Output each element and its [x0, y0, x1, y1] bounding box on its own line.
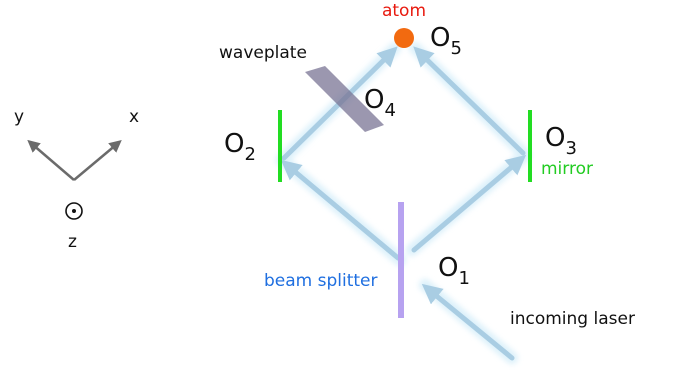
z-axis-dot: [72, 209, 76, 213]
point-o2-label: O2: [224, 129, 256, 165]
mirror-label: mirror: [541, 159, 593, 179]
incoming-beam: [421, 283, 515, 361]
point-o1-label: O1: [438, 253, 470, 289]
point-o3-label: O3: [545, 123, 577, 159]
coordinate-axes: y x z: [14, 107, 139, 252]
point-o5-label: O5: [430, 23, 462, 59]
beam-o3-to-o5: [413, 46, 526, 156]
y-axis-arrow: [27, 139, 75, 181]
x-axis-label: x: [129, 107, 139, 127]
beam-o1-to-o2: [280, 159, 401, 261]
beam-o1-to-o3: [411, 154, 527, 253]
z-axis-label: z: [68, 232, 77, 252]
z-axis-out-of-page-icon: [65, 202, 83, 220]
mirror-o2: [278, 110, 282, 182]
mirror-o3: [528, 110, 532, 182]
waveplate-label: waveplate: [219, 43, 307, 63]
incoming-laser-label: incoming laser: [510, 309, 635, 329]
atom-label: atom: [382, 1, 426, 21]
beam-splitter-label: beam splitter: [264, 271, 378, 291]
atom-dot: [394, 28, 414, 48]
beam-splitter-plate: [398, 202, 404, 318]
point-o4-label: O4: [364, 85, 396, 121]
waveplate-shape: [305, 66, 384, 132]
laser-beams: [276, 42, 531, 364]
y-axis-label: y: [14, 107, 24, 127]
x-axis-arrow: [73, 139, 122, 181]
